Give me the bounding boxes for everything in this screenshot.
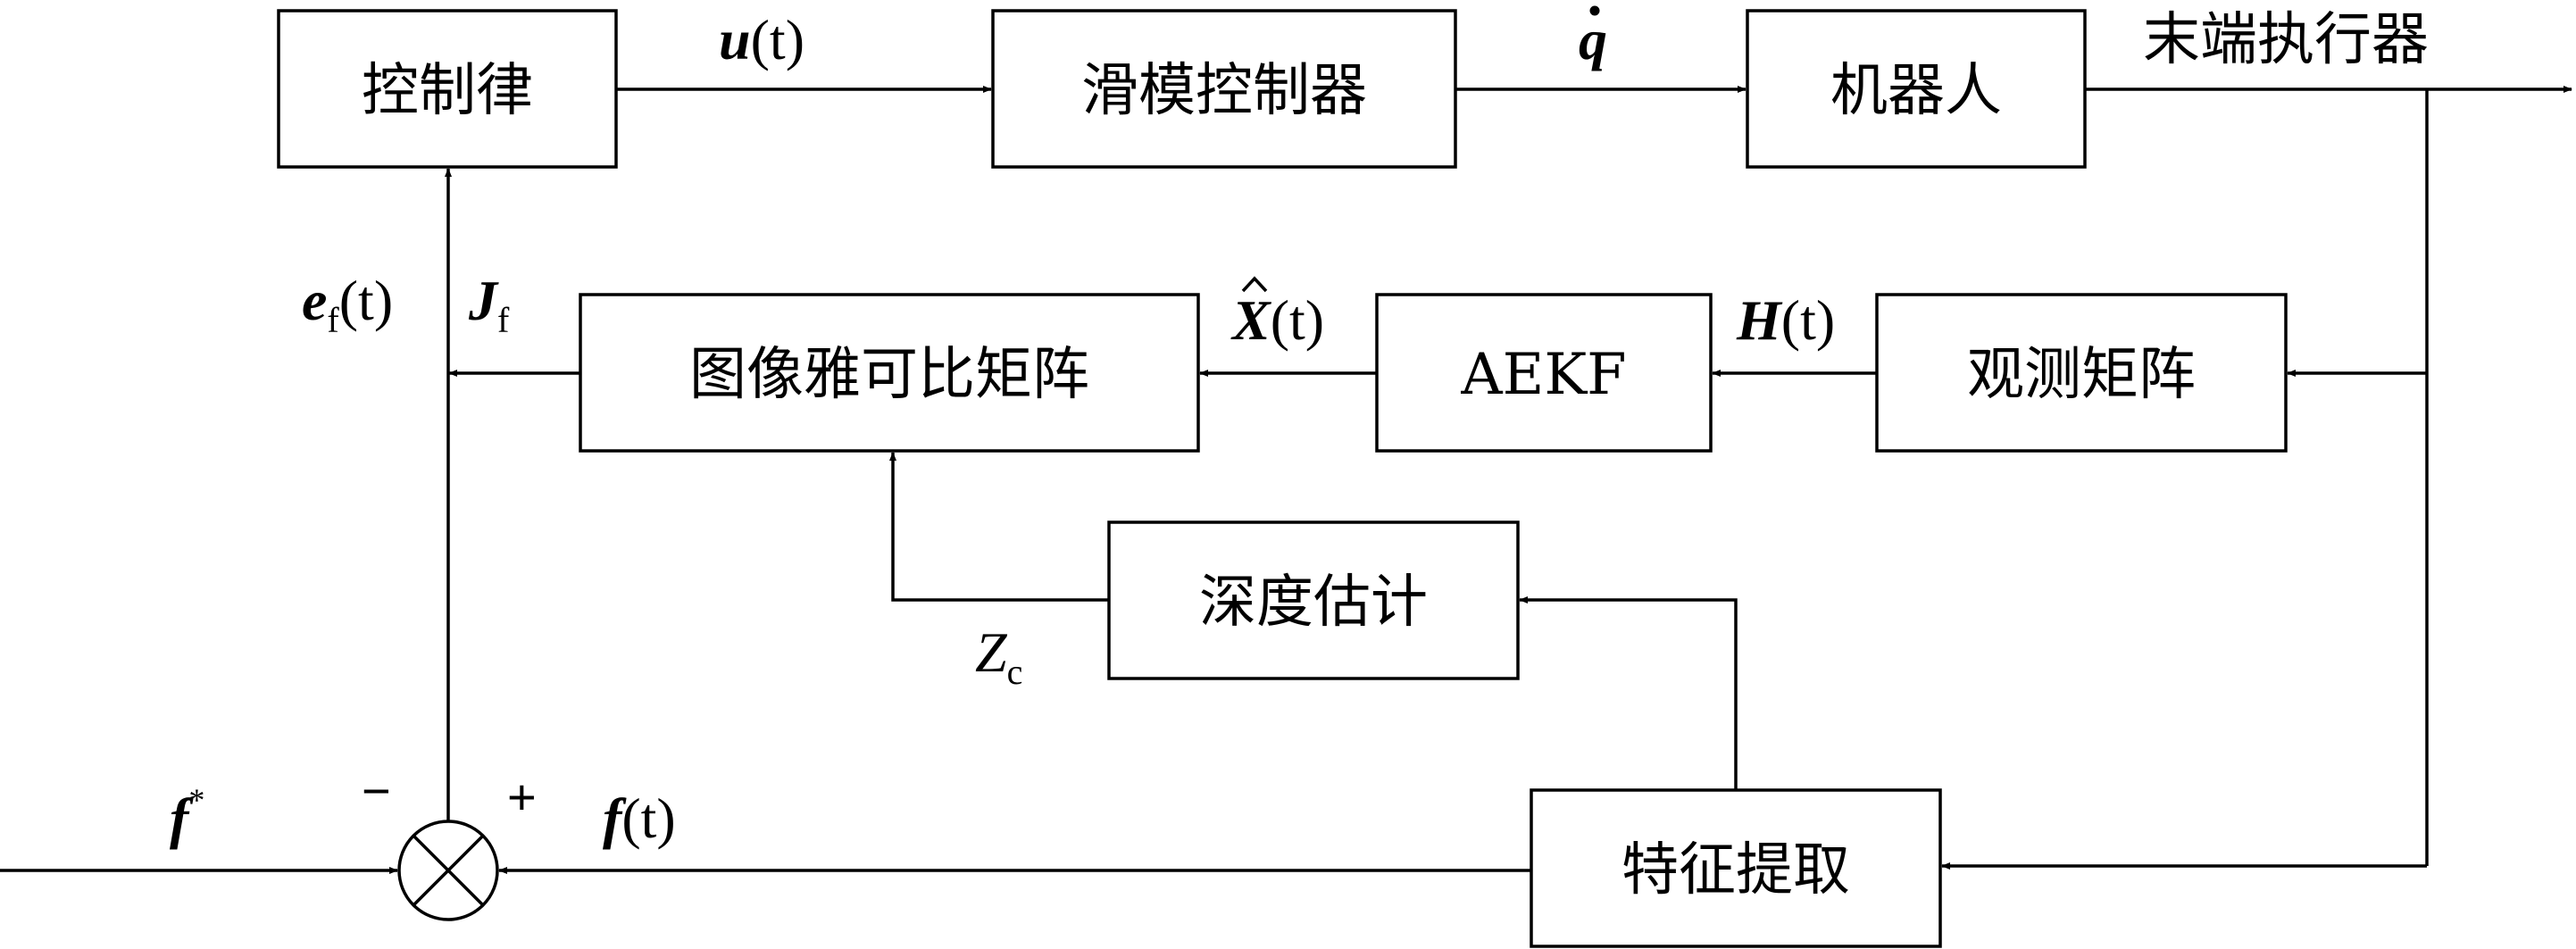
signal-Xhat-label: X(t) [1230,276,1324,352]
summing-junction [397,820,499,921]
sliding-mode-controller-label: 滑模控制器 [1081,58,1367,124]
svg-text:q: q [1579,8,1607,71]
aekf-label: AEKF [1460,342,1626,408]
observation-matrix-label: 观测矩阵 [1967,342,2196,408]
signal-ft-label: f(t) [603,787,676,850]
control-law-label: 控制律 [362,58,533,124]
depth-estimation-block: 深度估计 [1107,520,1520,680]
signal-u-label: u(t) [719,8,804,71]
observation-matrix-block: 观测矩阵 [1875,293,2288,453]
feature-extraction-label: 特征提取 [1621,837,1850,903]
signal-fstar-label: f* [170,782,204,850]
wire-to-depth [1519,596,1738,790]
end-effector-label: 末端执行器 [2143,8,2429,71]
signal-Zc-label: Zc [975,620,1022,692]
depth-estimation-label: 深度估计 [1199,570,1428,636]
control-law-block: 控制律 [277,9,618,169]
signal-Jf-label: Jf [468,269,510,340]
signal-H-label: H(t) [1736,288,1835,352]
aekf-block: AEKF [1375,293,1713,453]
plus-sign: + [507,769,537,825]
image-jacobian-label: 图像雅可比矩阵 [689,342,1089,408]
minus-sign: − [362,762,391,819]
signal-ef-label: ef(t) [302,269,393,340]
signal-qdot-label: q [1579,5,1607,71]
svg-text:X(t): X(t) [1230,288,1324,352]
feature-extraction-block: 特征提取 [1530,788,1942,948]
wire-Zc [889,452,1109,602]
robot-block: 机器人 [1746,9,2087,169]
robot-label: 机器人 [1830,58,2002,124]
image-jacobian-block: 图像雅可比矩阵 [579,293,1200,453]
sliding-mode-controller-block: 滑模控制器 [991,9,1457,169]
